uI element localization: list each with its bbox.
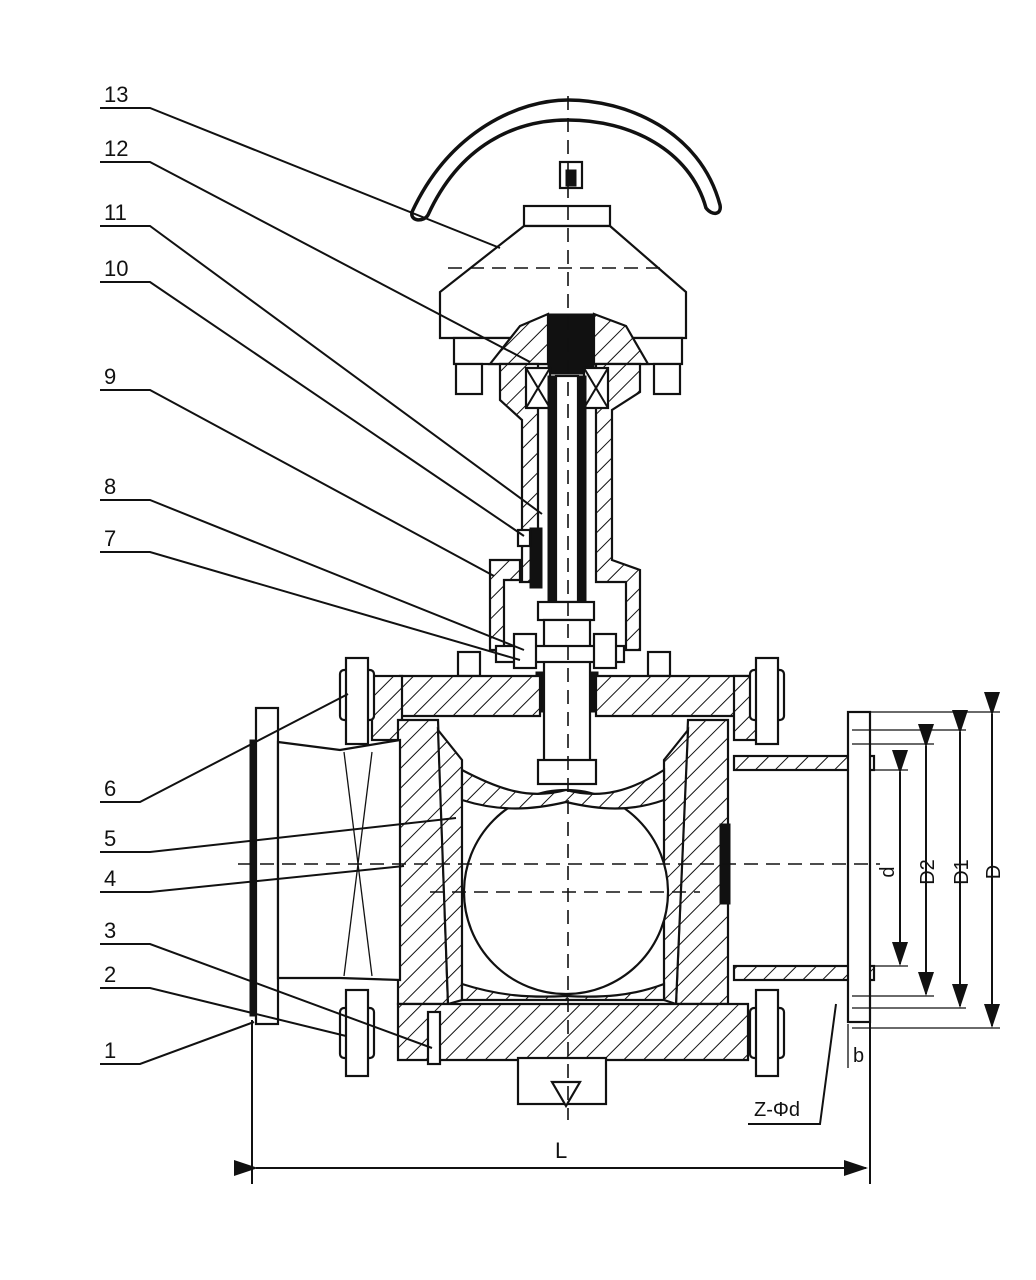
bonnet-assembly (488, 362, 642, 652)
gland-bolt-left (512, 632, 538, 670)
dim-label-D1: D1 (951, 859, 973, 885)
part-label-6: 6 (104, 776, 116, 801)
part-label-9: 9 (104, 364, 116, 389)
bottom-pin (426, 1010, 442, 1066)
handwheel-assembly (410, 98, 722, 396)
dim-label-b: b (853, 1045, 864, 1067)
body-bottom (396, 1002, 750, 1062)
cover-bolt-right (652, 362, 682, 396)
part-label-11: 11 (104, 200, 127, 225)
body-top-cover (370, 674, 766, 742)
key-slot (529, 527, 543, 589)
left-flange (249, 706, 402, 1026)
part-label-1: 1 (104, 1038, 116, 1063)
left-flange-neck (276, 738, 402, 982)
stem-inner (554, 374, 580, 604)
stem-head (536, 758, 598, 786)
right-flange (732, 710, 876, 1024)
dim-label-L: L (555, 1138, 567, 1163)
gland-bolt-right (592, 632, 618, 670)
left-flange-gasket (249, 739, 257, 1017)
drive-gear (547, 313, 595, 375)
dim-label-d: d (877, 866, 899, 877)
ball-seat-top (460, 768, 666, 810)
body-bolts (338, 656, 786, 1078)
bonnet-bolt-left (456, 650, 482, 678)
top-cover-right (594, 674, 750, 718)
part-label-8: 8 (104, 474, 116, 499)
right-flange-plate (846, 710, 872, 1024)
part-label-3: 3 (104, 918, 116, 943)
dim-label-D: D (983, 865, 1005, 879)
part-labels: 13 12 11 10 9 8 7 6 5 4 3 2 1 (104, 82, 128, 1063)
bolt-top-right-shank (754, 656, 780, 746)
bolt-top-left-shank (344, 656, 370, 746)
handwheel-arc (410, 98, 722, 222)
left-flange-plate (254, 706, 280, 1026)
bolt-hole-leader (748, 1003, 837, 1125)
stem (456, 618, 672, 786)
bolt-bottom-left-shank (344, 988, 370, 1078)
dim-label-D2: D2 (917, 859, 939, 885)
part-leaders (100, 107, 543, 1065)
dim-label-bolt-holes: Z-Φd (754, 1099, 800, 1121)
bonnet-bolt-right (646, 650, 672, 678)
right-pipe-wall-bottom (732, 964, 876, 982)
dimension-lines (234, 692, 1000, 1184)
part-label-2: 2 (104, 962, 116, 987)
dimension-labels: D D1 D2 d b Z-Φd L (555, 859, 1005, 1163)
gearbox-cover (438, 224, 688, 340)
drain-tip (550, 1080, 582, 1109)
top-cover-left (398, 674, 542, 718)
valve-stem (542, 618, 592, 766)
handwheel-nut-core (565, 169, 577, 187)
ball-seat-bottom (460, 982, 666, 1002)
part-label-13: 13 (104, 82, 128, 107)
yoke-right-wall (594, 362, 642, 652)
hub-cap (522, 204, 612, 228)
part-label-5: 5 (104, 826, 116, 851)
part-label-10: 10 (104, 256, 128, 281)
right-pipe-wall-top (732, 754, 876, 772)
part-label-4: 4 (104, 866, 116, 891)
cover-bolt-left (454, 362, 484, 396)
bolt-bottom-right-shank (754, 988, 780, 1078)
packing-gland (536, 600, 596, 622)
part-label-12: 12 (104, 136, 128, 161)
part-label-7: 7 (104, 526, 116, 551)
